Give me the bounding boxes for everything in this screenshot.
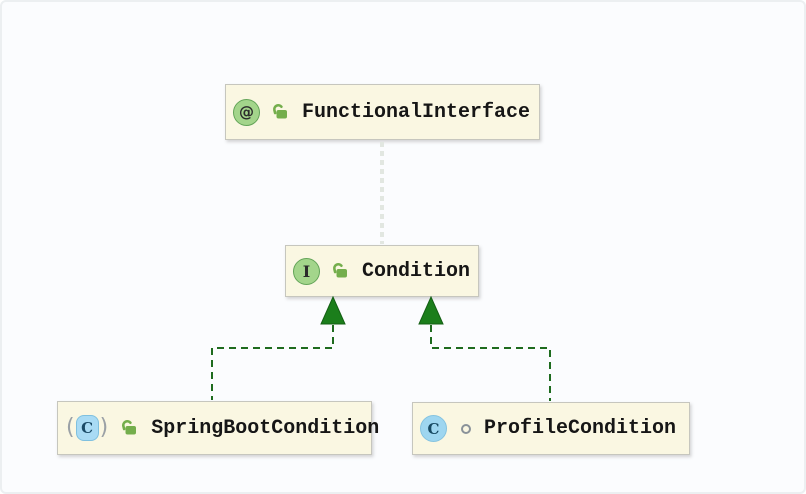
class-name-label: ProfileCondition [484, 417, 677, 440]
realization-edge-profilecondition-condition [430, 325, 551, 401]
abstract-paren-left-icon: ( [66, 415, 75, 440]
realization-arrowhead-profilecondition [418, 295, 444, 325]
class-badge-icon: C [75, 415, 99, 441]
public-unlocked-lock-icon [269, 100, 289, 125]
class-name-label: FunctionalInterface [302, 100, 531, 124]
abstract-paren-right-icon: ) [99, 415, 109, 440]
package-local-visibility-icon [461, 423, 471, 434]
realization-arrowhead-springbootcondition [320, 295, 346, 325]
abstract-class-icon: ( C ) [65, 415, 109, 441]
interface-icon: I [293, 257, 320, 285]
public-unlocked-lock-icon [329, 259, 349, 284]
node-functional-interface[interactable]: @ FunctionalInterface [225, 84, 540, 140]
node-spring-boot-condition[interactable]: ( C ) SpringBootCondition [57, 401, 379, 455]
class-icon: C [420, 415, 447, 442]
class-name-label: Condition [362, 259, 471, 283]
node-profile-condition[interactable]: C ProfileCondition [412, 402, 690, 455]
class-name-label: SpringBootCondition [151, 416, 380, 440]
realization-edge-springbootcondition-condition [211, 325, 334, 400]
node-condition[interactable]: I Condition [285, 245, 479, 297]
annotation-icon: @ [233, 98, 260, 126]
public-unlocked-lock-icon [118, 416, 138, 441]
